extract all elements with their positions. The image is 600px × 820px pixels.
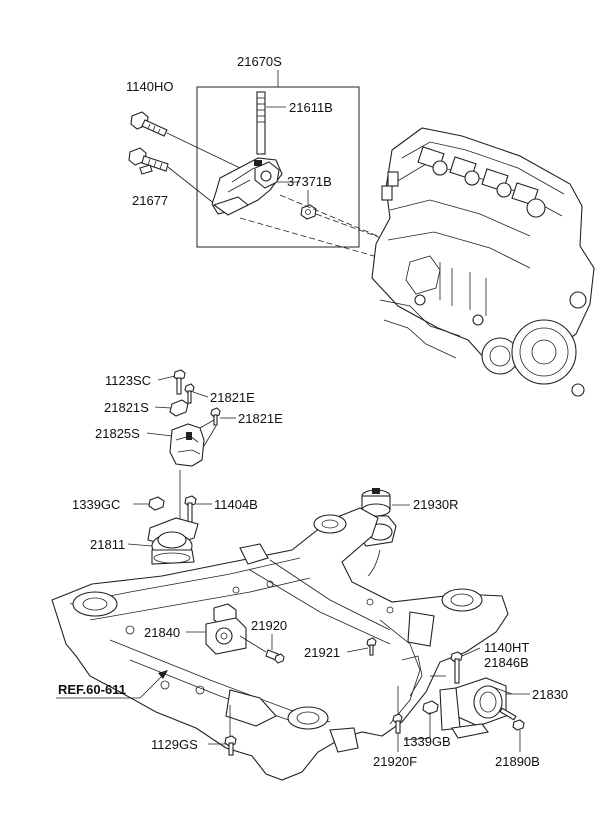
label-1140HO: 1140HO xyxy=(126,79,173,94)
label-21677: 21677 xyxy=(132,193,168,208)
label-21821E-lower: 21821E xyxy=(238,411,283,426)
bolt-21920 xyxy=(265,649,285,664)
label-1123SC: 1123SC xyxy=(105,373,151,388)
label-37371B: 37371B xyxy=(287,174,332,189)
bracket-21821S xyxy=(169,399,189,417)
label-1140HT: 1140HT xyxy=(484,640,529,655)
label-21611B: 21611B xyxy=(289,100,333,115)
label-21930R: 21930R xyxy=(413,497,459,512)
rear-mount-21830 xyxy=(439,677,507,739)
bolt-21890B xyxy=(499,707,525,731)
label-21811: 21811 xyxy=(90,537,125,552)
label-1339GB: 1339GB xyxy=(403,734,451,749)
label-21920F: 21920F xyxy=(373,754,417,769)
label-21830: 21830 xyxy=(532,687,568,702)
nut-37371B xyxy=(300,204,317,220)
front-subframe xyxy=(51,507,509,781)
label-1339GC: 1339GC xyxy=(72,497,120,512)
label-21670S: 21670S xyxy=(237,54,282,69)
roll-mount-21840 xyxy=(205,603,247,655)
nut-1339GB xyxy=(422,700,439,715)
mount-bracket-21825S xyxy=(169,423,205,467)
bolt-1123SC xyxy=(173,369,186,395)
bolt-1129GS xyxy=(224,735,237,756)
label-21821E-upper: 21821E xyxy=(210,390,255,405)
bolt-21677 xyxy=(128,147,169,175)
label-21846B: 21846B xyxy=(484,655,529,670)
label-11404B: 11404B xyxy=(214,497,258,512)
transmission-mount-21811 xyxy=(147,517,199,565)
label-ref-60-611: REF.60-611 xyxy=(58,682,126,697)
label-21920: 21920 xyxy=(251,618,287,633)
bolt-1140HO xyxy=(130,111,168,137)
label-21840: 21840 xyxy=(144,625,180,640)
bolt-21821E-lower xyxy=(210,407,221,426)
label-21890B: 21890B xyxy=(495,754,540,769)
label-21821S: 21821S xyxy=(104,400,149,415)
label-21921: 21921 xyxy=(304,645,340,660)
label-21825S: 21825S xyxy=(95,426,140,441)
bolt-1140HT xyxy=(450,651,463,684)
label-1129GS: 1129GS xyxy=(151,737,198,752)
bolt-21921 xyxy=(366,637,377,656)
engine-mount-bracket xyxy=(211,157,283,216)
bolt-21821E-upper xyxy=(184,383,195,404)
nut-1339GC xyxy=(148,496,165,511)
engine-block xyxy=(371,127,595,397)
stud-21611B xyxy=(256,91,266,155)
